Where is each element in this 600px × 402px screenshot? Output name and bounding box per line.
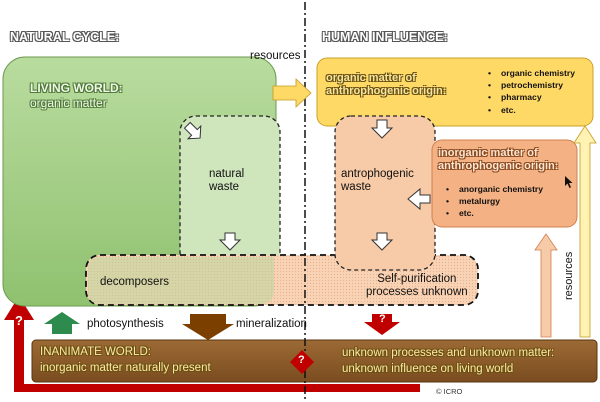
question-diamond bbox=[290, 350, 314, 374]
red-loop-arrow bbox=[14, 318, 420, 392]
question-mark-left: ? bbox=[15, 313, 23, 328]
decomposers-label: decomposers bbox=[100, 276, 170, 288]
question-mark-diamond: ? bbox=[298, 354, 305, 366]
inorganic-origin-list: anorganic chemistry metalurgy etc. bbox=[446, 183, 543, 220]
red-loop-arrow-head bbox=[4, 296, 34, 320]
inorganic-origin-item: etc. bbox=[446, 207, 543, 219]
resources-arrow-right bbox=[272, 78, 312, 108]
natural-waste-label: natural waste bbox=[209, 168, 245, 194]
down-arrow-anthro-top bbox=[370, 119, 394, 139]
cursor-icon bbox=[565, 176, 573, 188]
inorganic-origin-item: anorganic chemistry bbox=[446, 183, 543, 195]
living-world-subtitle: organic matter bbox=[30, 96, 107, 110]
organic-origin-item: organic chemistry bbox=[488, 67, 575, 79]
self-purification-label: Self-purification processes unknown bbox=[366, 273, 468, 299]
organic-origin-item: petrochemistry bbox=[488, 79, 575, 91]
unknown-line-2: unknown influence on living world bbox=[342, 363, 514, 375]
inanimate-world-bar bbox=[31, 339, 598, 383]
resources-arrow-tall bbox=[573, 125, 597, 338]
question-down-arrow bbox=[364, 314, 400, 335]
resources-vertical-label: resources bbox=[563, 251, 575, 300]
anthropogenic-waste-label: antrophogenic waste bbox=[341, 168, 414, 194]
copyright-label: © ICRO bbox=[436, 387, 463, 396]
inorganic-origin-title: inorganic matter of anthrophogenic origi… bbox=[438, 147, 559, 172]
question-mark-arrow: ? bbox=[379, 313, 386, 325]
down-arrow-natural-bottom bbox=[218, 232, 242, 251]
organic-origin-item: pharmacy bbox=[488, 91, 575, 103]
decomposers-green-overlap bbox=[88, 257, 274, 304]
diagonal-arrow-natural bbox=[183, 121, 202, 140]
organic-origin-title: organic matter of anthrophogenic origin: bbox=[326, 72, 447, 97]
photosynthesis-arrow bbox=[44, 312, 80, 334]
resources-arrow-short bbox=[534, 233, 558, 338]
anthropogenic-waste-box bbox=[334, 115, 436, 271]
mineralization-arrow bbox=[182, 314, 234, 340]
organic-origin-list: organic chemistry petrochemistry pharmac… bbox=[488, 67, 575, 116]
inanimate-world-title: INANIMATE WORLD: bbox=[40, 346, 151, 358]
down-arrow-anthro-bottom bbox=[370, 232, 394, 251]
mineralization-label: mineralization bbox=[236, 318, 307, 330]
resources-top-label: resources bbox=[250, 50, 301, 62]
inanimate-world-subtitle: inorganic matter naturally present bbox=[40, 362, 211, 374]
heading-human-influence: HUMAN INFLUENCE: bbox=[322, 30, 448, 44]
left-arrow-inorganic bbox=[407, 187, 431, 211]
photosynthesis-label: photosynthesis bbox=[87, 318, 164, 330]
inorganic-origin-item: metalurgy bbox=[446, 195, 543, 207]
natural-waste-box bbox=[179, 115, 281, 269]
living-world-title: LIVING WORLD: bbox=[30, 81, 123, 95]
unknown-line-1: unknown processes and unknown matter: bbox=[342, 347, 555, 359]
organic-origin-item: etc. bbox=[488, 104, 575, 116]
heading-natural-cycle: NATURAL CYCLE: bbox=[10, 30, 120, 44]
